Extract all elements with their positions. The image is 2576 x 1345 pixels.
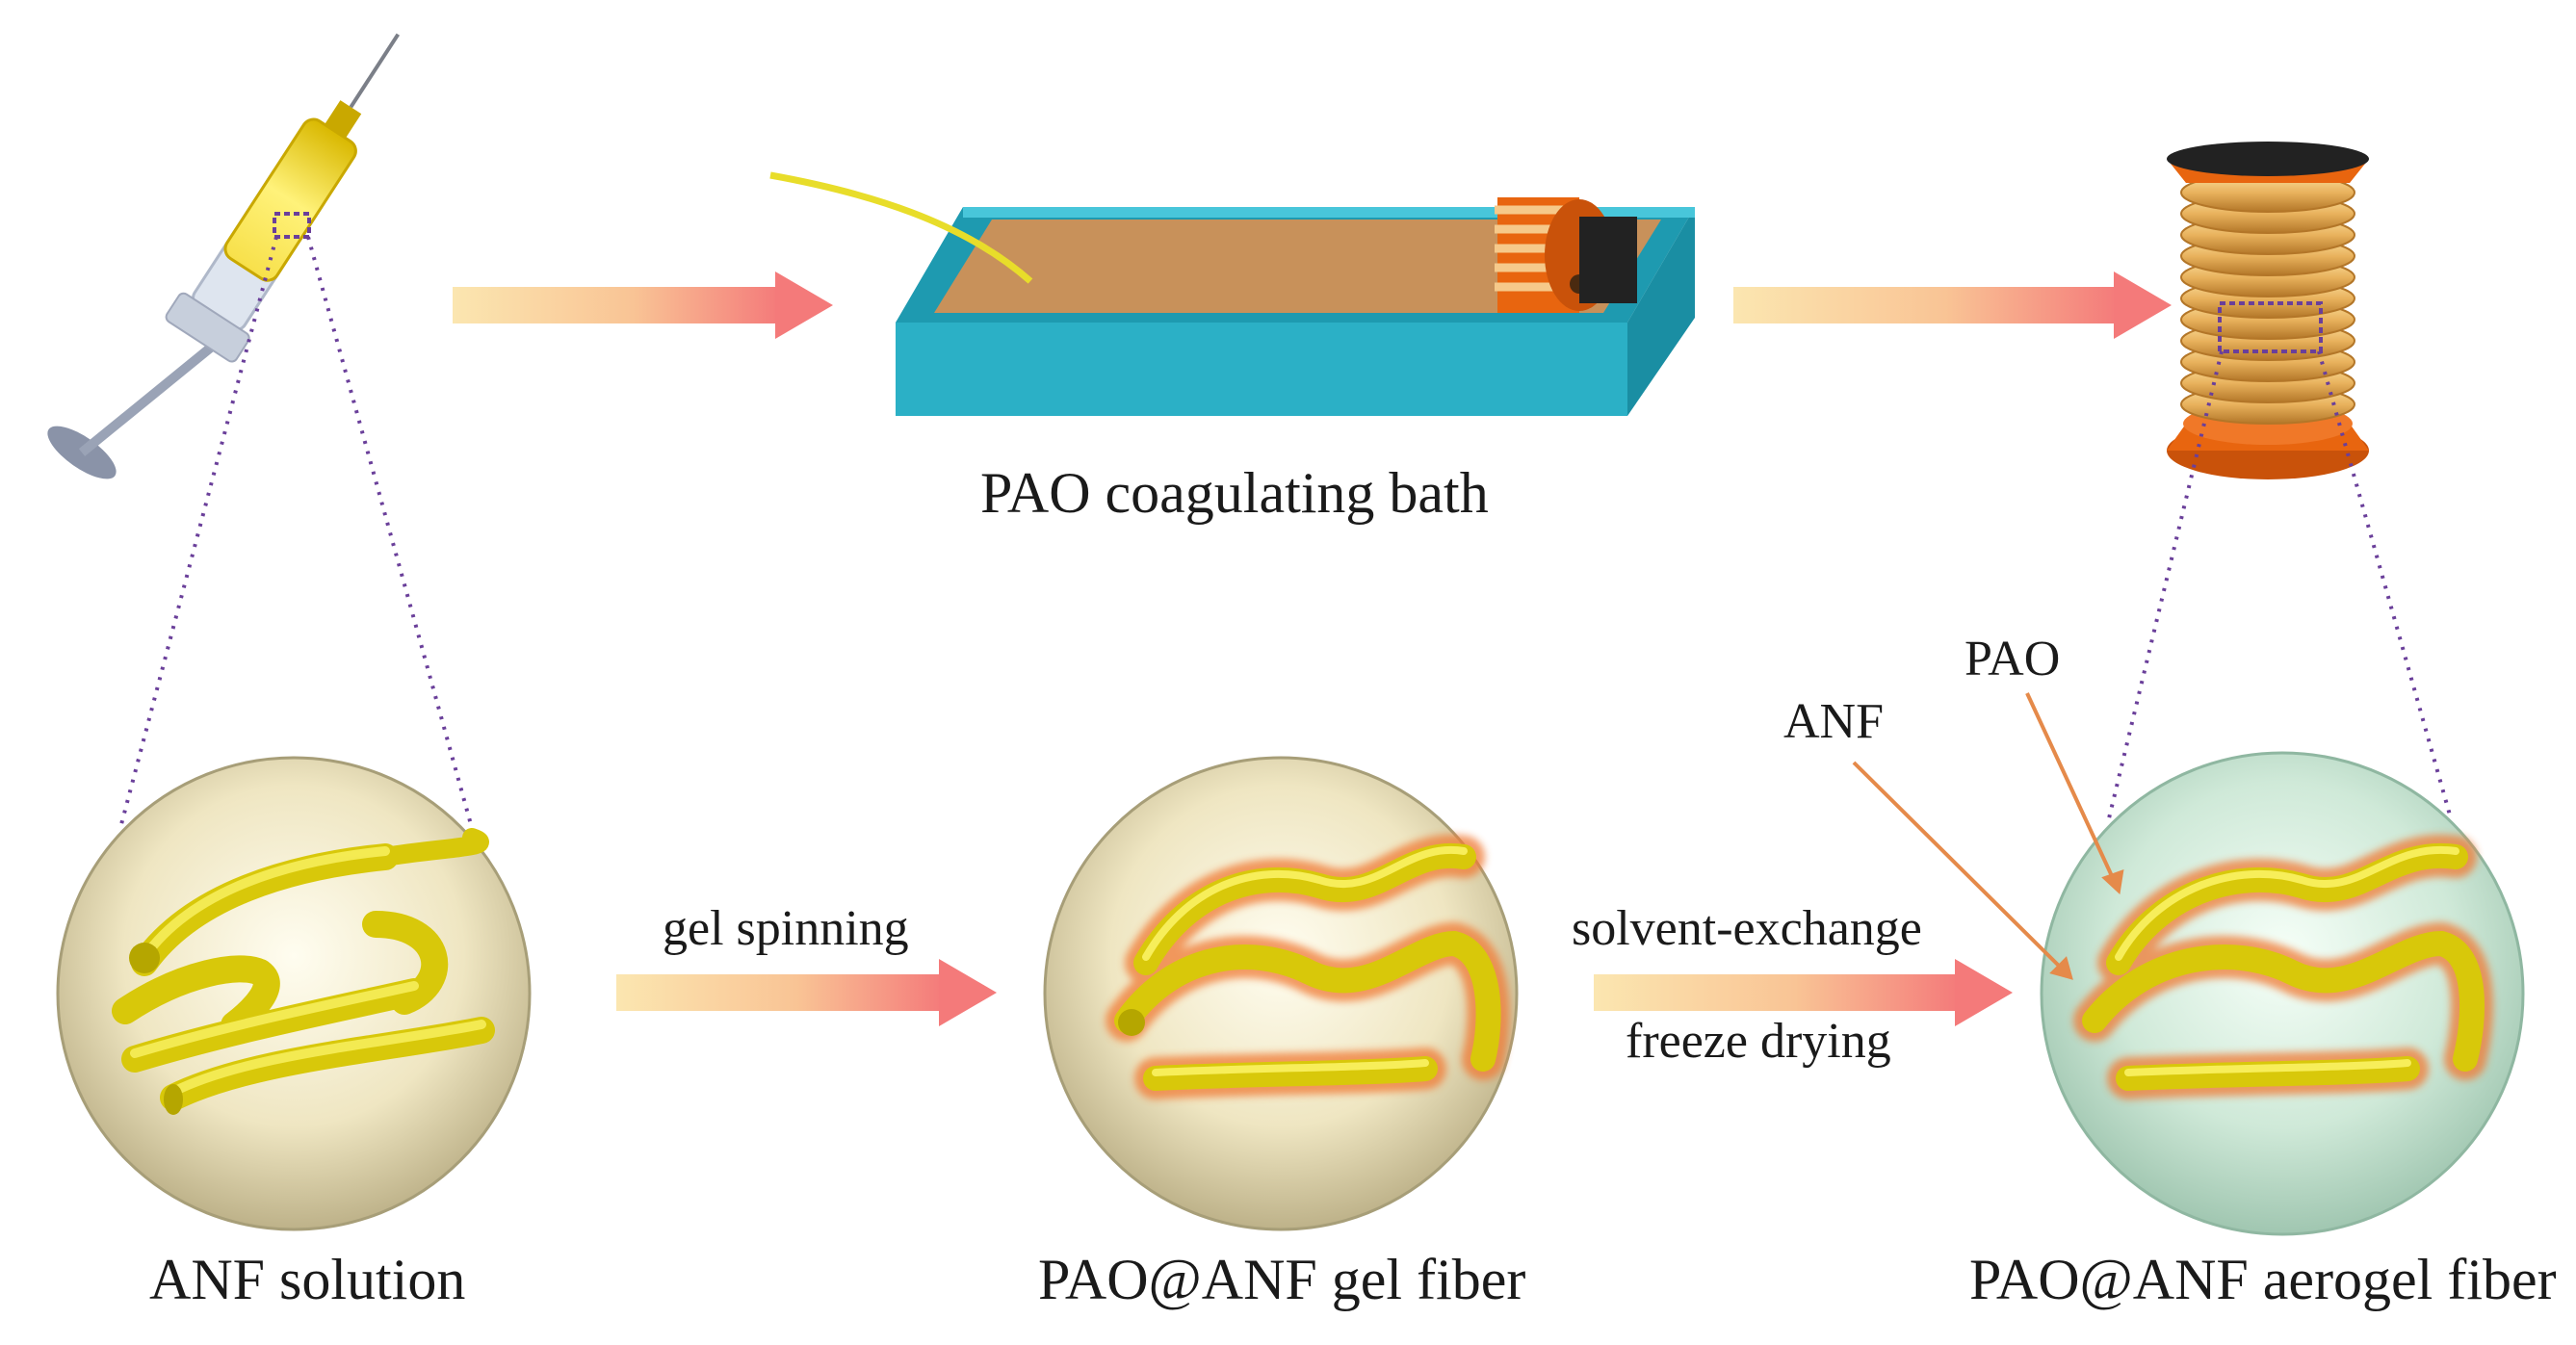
gel-fiber-label: PAO@ANF gel fiber — [1038, 1248, 1526, 1311]
zoom-lines-spool — [2107, 350, 2453, 819]
pao-callout-label: PAO — [1965, 632, 2061, 686]
anf-solution-label: ANF solution — [149, 1248, 466, 1311]
anf-callout-label: ANF — [1783, 694, 1885, 749]
aerogel-fiber-label: PAO@ANF aerogel fiber — [1969, 1248, 2557, 1311]
arrow-to-spool — [1733, 272, 2172, 339]
anf-solution-sphere — [56, 756, 532, 1231]
freeze-drying-label: freeze drying — [1626, 1014, 1891, 1069]
gel-fiber-sphere — [1043, 756, 1519, 1231]
solvent-exchange-label: solvent-exchange — [1572, 901, 1922, 956]
zoom-lines-syringe — [118, 236, 474, 829]
aerogel-fiber-sphere — [2040, 751, 2525, 1236]
syringe-icon — [47, 33, 401, 479]
roller-icon — [1495, 197, 1637, 313]
arrow-to-bath — [453, 272, 833, 339]
spool-icon — [2167, 142, 2369, 479]
arrow-solvent-exchange — [1594, 959, 2013, 1026]
bath-label: PAO coagulating bath — [980, 461, 1489, 525]
callout-pointers — [1852, 692, 2124, 980]
arrow-gel-spinning — [616, 959, 997, 1026]
gel-spinning-label: gel spinning — [663, 901, 909, 956]
coagulating-bath-icon — [769, 171, 1695, 416]
